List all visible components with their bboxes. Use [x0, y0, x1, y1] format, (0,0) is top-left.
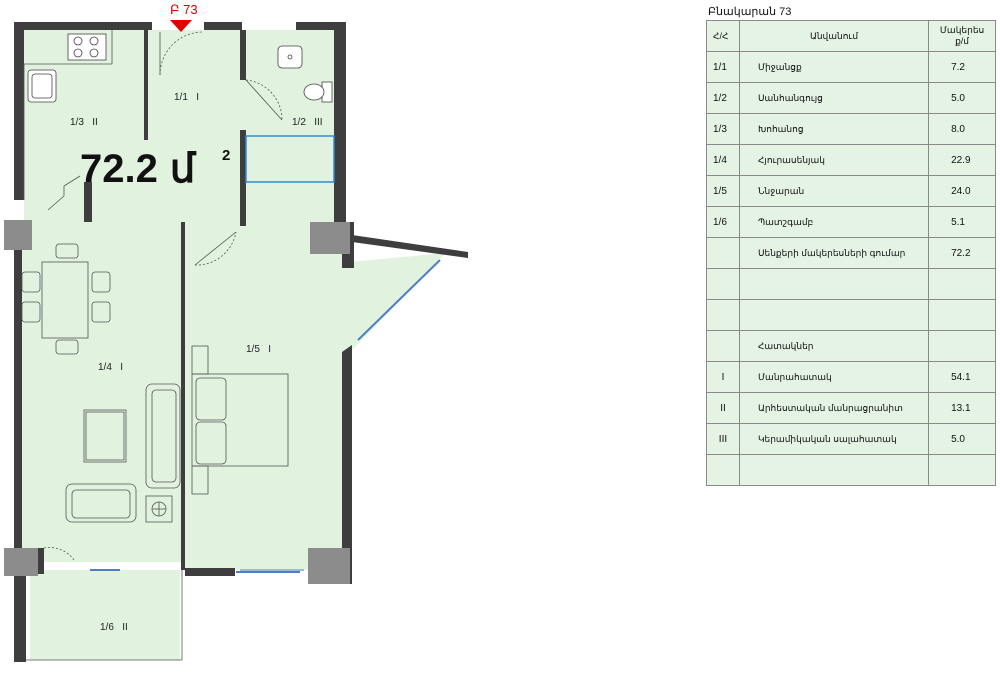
row-number: 1/5: [706, 175, 740, 207]
toilet: [303, 81, 333, 103]
row-area: 54.1: [928, 361, 996, 393]
entry-marker: Բ 73: [170, 2, 198, 32]
row-name: Խոհանոց: [738, 113, 930, 145]
header-area: Մակերես ք/մ: [928, 20, 996, 52]
sink: [27, 69, 57, 103]
table-row-empty: [706, 454, 996, 486]
row-number: III: [706, 423, 740, 455]
columns: [4, 220, 350, 584]
room-label-1-3: 1/3 II: [70, 117, 98, 128]
area-exponent: 2: [222, 147, 230, 164]
table-row: 1/1 Միջանցք 7.2: [706, 51, 996, 83]
row-area: 24.0: [928, 175, 996, 207]
row-name: Միջանցք: [738, 51, 930, 83]
room-summary: Բնակարան 73 Հ/Հ Անվանում Մակերես ք/մ 1/1…: [706, 4, 996, 486]
stove: [67, 33, 107, 61]
row-name: Մանրահատակ: [738, 361, 930, 393]
room-lines: [21, 30, 335, 661]
table-row-empty: [706, 268, 996, 300]
room-label-1-2: 1/2 III: [292, 117, 323, 128]
row-number: I: [706, 361, 740, 393]
row-name: Սենքերի մակերեսների գումար: [738, 237, 930, 269]
row-name: Պատշգամբ: [738, 206, 930, 238]
row-number: II: [706, 392, 740, 424]
row-area: 5.0: [928, 82, 996, 114]
room-label-1-5: 1/5 I: [246, 344, 271, 355]
floor-plan: Բ 73 72.2մ 2 1/1 I 1/2 III 1/3 II 1/4 I …: [4, 2, 468, 662]
row-name: Կերամիկական սալահատակ: [738, 423, 930, 455]
row-number: [706, 237, 740, 269]
room-label-1-6: 1/6 II: [100, 622, 128, 633]
wash-basin: [277, 45, 303, 69]
row-area: 5.0: [928, 423, 996, 455]
row-area: 5.1: [928, 206, 996, 238]
table-row: 1/3 Խոհանոց 8.0: [706, 113, 996, 145]
row-area: 7.2: [928, 51, 996, 83]
floor-fill: [18, 30, 445, 660]
row-number: 1/2: [706, 82, 740, 114]
row-number: 1/3: [706, 113, 740, 145]
coefficients-title-row: Հատակներ: [706, 330, 996, 362]
room-table: Հ/Հ Անվանում Մակերես ք/մ 1/1 Միջանցք 7.2…: [706, 20, 996, 486]
table-header: Հ/Հ Անվանում Մակերես ք/մ: [706, 20, 996, 52]
row-area: 13.1: [928, 392, 996, 424]
summary-title: Բնակարան 73: [708, 6, 792, 18]
table-row-empty: [706, 299, 996, 331]
table-row-total: Սենքերի մակերեսների գումար 72.2: [706, 237, 996, 269]
row-name: Սանհանգույց: [738, 82, 930, 114]
room-label-1-1: 1/1 I: [174, 92, 199, 103]
row-number: 1/6: [706, 206, 740, 238]
row-name: Հյուրասենյակ: [738, 144, 930, 176]
table-row: II Արհեստական մանրացրանիտ 13.1: [706, 392, 996, 424]
table-row: III Կերամիկական սալահատակ 5.0: [706, 423, 996, 455]
row-area: 22.9: [928, 144, 996, 176]
row-name: Ննջարան: [738, 175, 930, 207]
room-label-1-4: 1/4 I: [98, 362, 123, 373]
table-row: I Մանրահատակ 54.1: [706, 361, 996, 393]
table-row: 1/2 Սանհանգույց 5.0: [706, 82, 996, 114]
row-name: Արհեստական մանրացրանիտ: [738, 392, 930, 424]
row-area: 8.0: [928, 113, 996, 145]
table-row: 1/5 Ննջարան 24.0: [706, 175, 996, 207]
row-number: 1/4: [706, 144, 740, 176]
header-name: Անվանում: [738, 20, 930, 52]
row-area: 72.2: [928, 237, 996, 269]
table-row: 1/6 Պատշգամբ 5.1: [706, 206, 996, 238]
row-number: 1/1: [706, 51, 740, 83]
coefficients-title: Հատակներ: [738, 330, 930, 362]
windows: [90, 259, 441, 573]
entry-label: Բ 73: [170, 2, 198, 17]
header-number: Հ/Հ: [706, 20, 740, 52]
table-row: 1/4 Հյուրասենյակ 22.9: [706, 144, 996, 176]
